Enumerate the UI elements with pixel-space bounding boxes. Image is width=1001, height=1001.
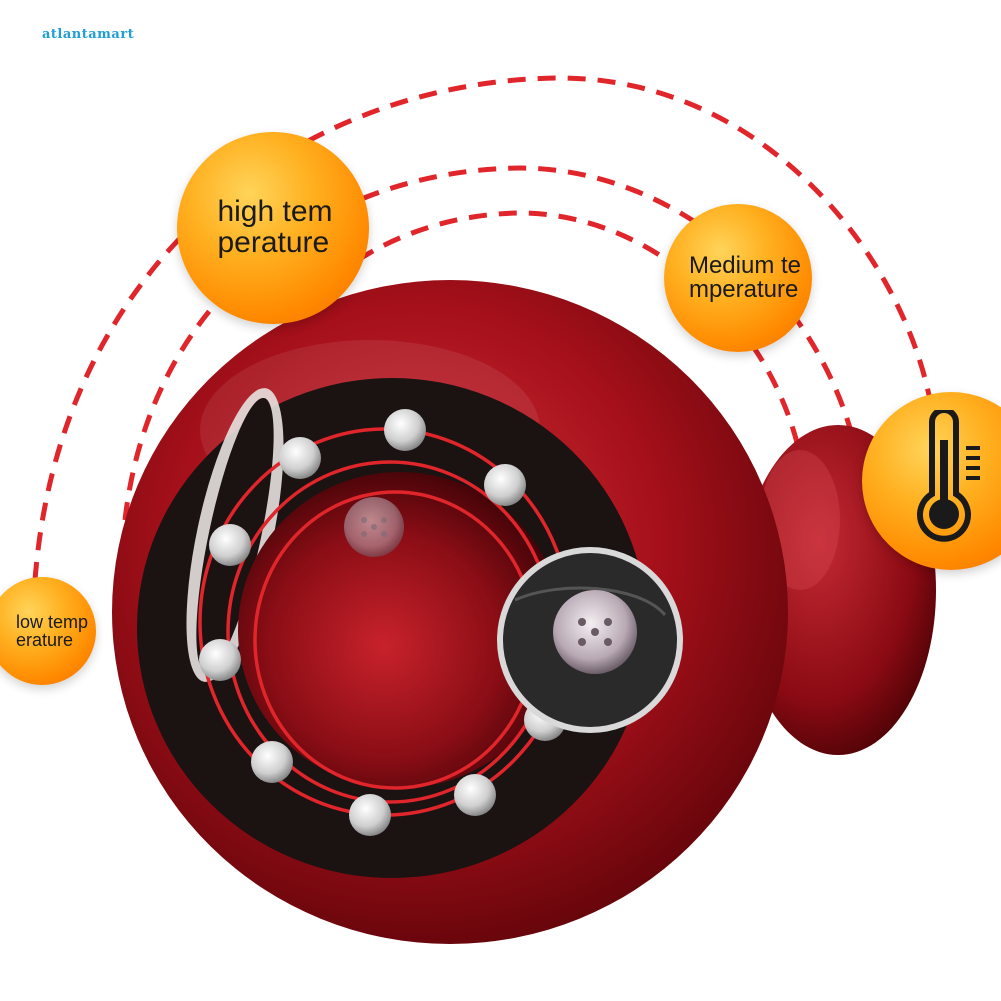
low-temperature-bubble: low temp erature (0, 577, 96, 685)
low-temperature-label: low temp erature (15, 611, 89, 650)
sensor-zoom-inset (497, 547, 683, 733)
watermark: atlantamart (42, 27, 135, 42)
medium-temperature-label: Medium te mperature (688, 251, 802, 303)
inner-cup (238, 472, 562, 788)
thermometer-bubble (862, 392, 1001, 570)
thermometer-icon (917, 410, 980, 542)
high-temperature-bubble: high tem perature (177, 132, 369, 324)
medium-temperature-bubble: Medium te mperature (664, 204, 812, 352)
outer-arc (32, 75, 933, 581)
metal-electrodes (199, 409, 566, 836)
high-temperature-label: high tem perature (217, 195, 333, 259)
